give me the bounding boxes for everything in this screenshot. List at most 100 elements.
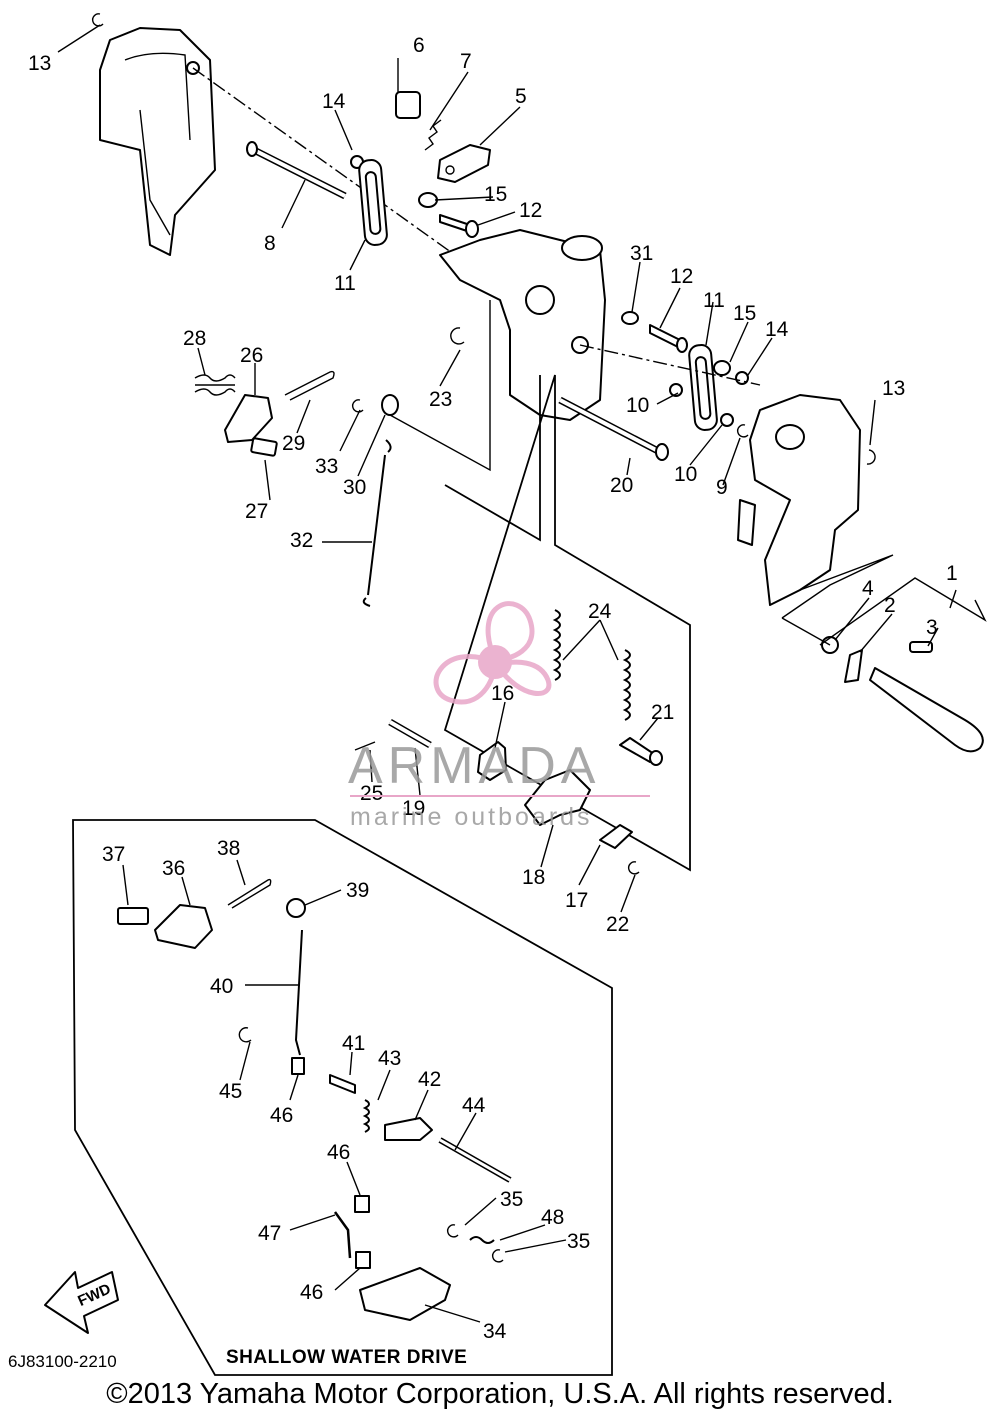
circlip-45 bbox=[238, 1027, 252, 1043]
callout-46: 46 bbox=[270, 1104, 293, 1127]
callout-44: 44 bbox=[462, 1094, 486, 1117]
shaft-19 bbox=[388, 718, 432, 749]
callout-20: 20 bbox=[610, 474, 633, 497]
callout-25: 25 bbox=[360, 782, 383, 805]
callout-11: 11 bbox=[334, 272, 356, 295]
spring-24b bbox=[622, 649, 631, 721]
assembly-line-8 bbox=[192, 67, 456, 256]
spring-28 bbox=[194, 374, 236, 396]
rod-40 bbox=[294, 929, 303, 1056]
diagram-part-code: 6J83100-2210 bbox=[8, 1352, 117, 1371]
pin-3 bbox=[909, 641, 933, 653]
callout-31: 31 bbox=[630, 242, 653, 265]
callout-33: 33 bbox=[315, 455, 338, 478]
callout-41: 41 bbox=[342, 1032, 365, 1055]
callout-11-right: 11 bbox=[703, 289, 725, 312]
pin-31 bbox=[621, 311, 639, 325]
callout-12-right: 12 bbox=[670, 265, 693, 288]
callout-38: 38 bbox=[217, 837, 240, 860]
pad-37 bbox=[117, 907, 149, 925]
pin-25 bbox=[354, 741, 376, 751]
callout-14-right: 14 bbox=[765, 318, 789, 341]
callout-10-lower: 10 bbox=[674, 463, 697, 486]
callout-40: 40 bbox=[210, 975, 233, 998]
circlip-22 bbox=[628, 861, 640, 875]
inset-title: SHALLOW WATER DRIVE bbox=[226, 1347, 468, 1368]
cap-6 bbox=[395, 91, 421, 119]
spring-24a bbox=[552, 609, 561, 681]
callout-43: 43 bbox=[378, 1047, 401, 1070]
watermark-tagline: marine outboards bbox=[350, 803, 593, 831]
bolt-20 bbox=[558, 396, 669, 461]
spring-43 bbox=[362, 1099, 370, 1133]
bolt-8 bbox=[246, 141, 347, 200]
callout-5: 5 bbox=[515, 85, 527, 108]
callout-39: 39 bbox=[346, 879, 369, 902]
copyright-notice: ©2013 Yamaha Motor Corporation, U.S.A. A… bbox=[106, 1378, 894, 1410]
washer-10a bbox=[669, 383, 683, 397]
pad-27 bbox=[250, 437, 278, 457]
assembly-lines-lever bbox=[819, 577, 987, 646]
rod-47 bbox=[333, 1211, 352, 1259]
clip-46b bbox=[354, 1195, 370, 1213]
bolt-12-right bbox=[649, 324, 688, 353]
callout-1: 1 bbox=[946, 562, 958, 585]
lever-26 bbox=[224, 394, 273, 443]
spring-38 bbox=[227, 878, 272, 909]
cylinder-41 bbox=[329, 1074, 356, 1094]
tilt-lever-1 bbox=[869, 667, 984, 753]
callout-45: 45 bbox=[219, 1080, 242, 1103]
callout-3: 3 bbox=[926, 616, 938, 639]
lever-5 bbox=[437, 144, 491, 183]
spring-29 bbox=[284, 370, 335, 401]
callout-16: 16 bbox=[491, 682, 514, 705]
collar-15-right bbox=[713, 360, 731, 376]
circlip-23 bbox=[450, 327, 465, 345]
shaft-44 bbox=[438, 1137, 512, 1183]
lever-36 bbox=[154, 904, 213, 949]
callout-leader-lines bbox=[57, 24, 957, 1323]
swivel-bracket bbox=[439, 229, 606, 421]
shallow-water-inset-box bbox=[72, 819, 613, 1376]
circlip-35a bbox=[447, 1224, 459, 1238]
callout-46-lower: 46 bbox=[300, 1281, 323, 1304]
shallow-lever-34 bbox=[359, 1267, 451, 1321]
forward-arrow-icon bbox=[44, 1271, 119, 1334]
collar-15-top bbox=[418, 192, 438, 208]
callout-10: 10 bbox=[626, 394, 649, 417]
callout-6: 6 bbox=[413, 34, 425, 57]
assembly-line-right bbox=[579, 344, 761, 386]
callout-26: 26 bbox=[240, 344, 263, 367]
clip-46c bbox=[355, 1251, 371, 1269]
callout-42: 42 bbox=[418, 1068, 441, 1091]
callout-labels: 13 6 7 5 14 15 12 8 11 31 12 11 15 14 13… bbox=[28, 34, 958, 1343]
lever-16 bbox=[477, 741, 507, 781]
left-clamp-bracket bbox=[99, 27, 216, 256]
callout-35-lower: 35 bbox=[567, 1230, 590, 1253]
lever-42 bbox=[384, 1117, 433, 1141]
callout-34: 34 bbox=[483, 1320, 507, 1343]
link-18 bbox=[524, 769, 591, 826]
callout-21: 21 bbox=[651, 701, 674, 724]
washer-10b bbox=[720, 413, 734, 427]
callout-18: 18 bbox=[522, 866, 545, 889]
lever-17 bbox=[599, 824, 633, 849]
bushing-30 bbox=[381, 394, 399, 416]
circlip-13-left bbox=[92, 13, 104, 27]
circlip-9 bbox=[737, 424, 749, 438]
callout-13-right: 13 bbox=[882, 377, 905, 400]
callout-17: 17 bbox=[565, 889, 588, 912]
callout-14: 14 bbox=[322, 90, 346, 113]
bolt-12-top bbox=[439, 214, 479, 238]
assembly-lines-1-4 bbox=[781, 554, 894, 646]
callout-23: 23 bbox=[429, 388, 452, 411]
circlip-35b bbox=[492, 1249, 504, 1263]
callout-12: 12 bbox=[519, 199, 542, 222]
callout-35: 35 bbox=[500, 1188, 523, 1211]
pipe-21 bbox=[619, 737, 663, 766]
callout-24: 24 bbox=[588, 600, 612, 623]
spring-7 bbox=[424, 119, 442, 151]
assembly-line-30 bbox=[389, 300, 491, 472]
callout-15: 15 bbox=[484, 183, 507, 206]
watermark-brand: ARMADA bbox=[348, 737, 601, 795]
